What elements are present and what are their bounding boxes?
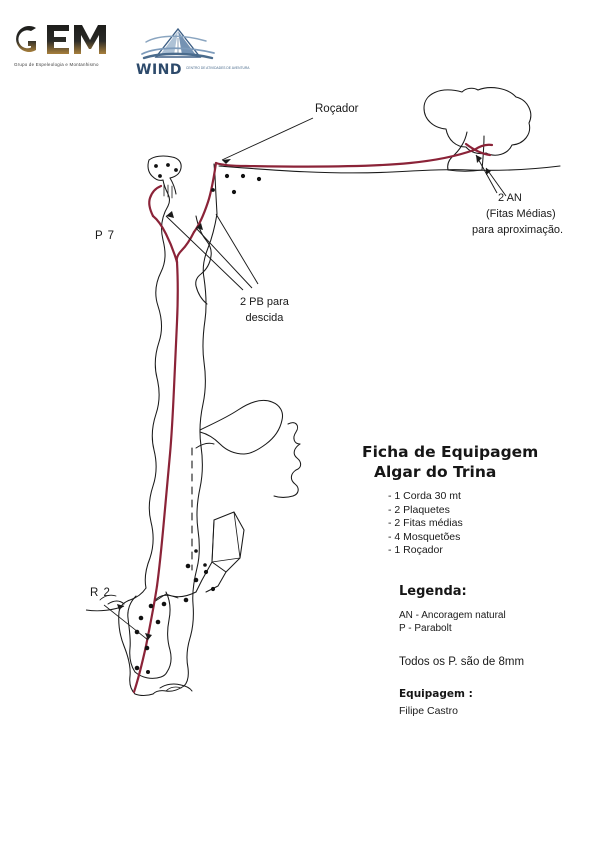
annotation-an-line2: (Fitas Médias) [486,208,556,220]
equipment-item: - 1 Corda 30 mt [388,490,461,502]
info-block: Ficha de Equipagem Algar do Trina - 1 Co… [362,442,582,717]
boulder-lower-edge [195,561,213,593]
sheet-title-line1: Ficha de Equipagem [362,443,539,461]
r2-rock-left [127,595,137,673]
tree-base [447,169,483,172]
annotation-pb-line1: 2 PB para [240,296,289,308]
boulder-lower-edge2 [205,571,227,593]
leader-pb-2 [165,215,244,291]
leader-an-arrow [476,155,482,163]
equipment-item: - 2 Plaquetes [388,503,450,516]
pillar-hatch [163,183,173,199]
leader-pb-arrow1 [196,223,203,230]
rope-y-leg-left [175,230,196,264]
rope-y-leg-up [151,214,179,264]
annotation-rocador: Roçador [315,103,359,115]
r2-rock-right [165,591,172,673]
leader-r2-arrow [117,604,124,610]
ledge-beak-top [199,399,283,431]
ledge-beak-bottom [199,431,245,455]
equipment-list: - 1 Corda 30 mt - 2 Plaquetes - 2 Fitas … [388,490,582,558]
inner-flake-upper2 [195,255,212,287]
leader-pb-arrow2 [166,211,174,218]
gem-logo-tagline: Grupo de Espeleologia e Montanhismo [14,62,99,67]
ledge-beak-right [243,419,283,455]
wind-logo-mark [141,27,215,60]
scallop-2 [293,443,302,471]
equipment-item: - 1 Roçador [388,544,443,556]
rigger-title: Equipagem : [399,687,473,700]
wind-logo: WIND CENTRO DE ATIVIDADES DE AVENTURA [134,26,249,78]
annotation-pb-line2: descida [245,312,284,324]
rigger-name: Filipe Castro [399,704,458,717]
annotation-bolt-anchors: 2 PB para descida [240,294,289,326]
scallop-1 [287,422,301,445]
tree-canopy [423,87,532,156]
shaft-right-wall-upper [202,213,218,279]
ledge-beak-inner [195,442,215,449]
sheet-title: Ficha de Equipagem Algar do Trina [362,442,582,482]
rope-main-anchor-leg [192,161,218,234]
rope-main-descent [155,260,179,588]
left-ledge-top [148,155,182,179]
annotation-rebelay-r2: R 2 [90,587,111,599]
leader-descent-arrow [145,633,152,640]
rope-tree-wrap2 [464,142,492,157]
shaft-left-wall [144,205,169,589]
ground-line-right [218,165,471,174]
shaft-left-wall-bottom [118,611,136,695]
legend-entry: AN - Ancoragem natural [399,609,506,621]
annotation-an-line1: 2 AN [498,192,522,204]
rope-tree-wrap [472,143,494,152]
leader-pb-1 [195,227,253,289]
wind-logo-tagline: CENTRO DE ATIVIDADES DE AVENTURA [186,66,250,70]
legend-entry: P - Parabolt [399,623,452,634]
tree-trunk-left [447,131,468,171]
bolt-diameter-note: Todos os P. são de 8mm [399,655,525,668]
leader-an-2 [485,167,507,197]
gem-logo: Grupo de Espeleologia e Montanhismo [14,22,118,68]
leader-descent [103,604,149,641]
shaft-right-wall [196,277,207,569]
lower-boulder-facets [211,511,241,563]
rock-stipple-dots [134,163,262,674]
rope-descent-lower [132,584,159,694]
annotation-natural-anchor: 2 AN (Fitas Médias) para aproximação. [472,190,563,238]
equipment-item: - 2 Fitas médias [388,517,463,529]
inner-flake-upper3 [195,285,208,305]
lower-shelf-facet [153,593,179,603]
gem-logo-mark [16,24,106,54]
left-ledge-side [147,159,164,181]
legend-entries: AN - Ancoragem natural P - Parabolt [399,609,582,636]
shaft-floor-left [134,693,154,697]
floor-rubble-1 [159,683,193,692]
shaft-right-wall-lower [183,567,198,687]
scallop-3 [290,469,299,497]
annotation-pitch-p7: P 7 [95,230,116,242]
equipment-item: - 4 Mosquetões [388,530,461,543]
annotation-an-line3: para aproximação. [472,224,564,236]
leader-rocador-arrow [222,159,231,164]
lower-boulder [211,511,245,573]
rope-approach-line [214,148,476,168]
leader-an-arrow2 [486,168,491,175]
leader-rocador [221,117,314,161]
legend-title: Legenda: [399,583,467,599]
leader-lines [85,117,507,641]
sheet-title-line2: Algar do Trina [374,463,497,481]
leader-pb-3 [215,213,259,285]
scallop-end [273,495,294,499]
left-pillar-neck2 [169,177,177,195]
r2-outer-contour [107,600,125,605]
floor-rubble-2 [165,686,182,692]
r2-outer-contour2 [99,594,117,601]
r2-rock-bottom [134,671,168,679]
wind-logo-wordmark: WIND [136,62,182,78]
rope-deviation-to-pillar [148,184,163,218]
